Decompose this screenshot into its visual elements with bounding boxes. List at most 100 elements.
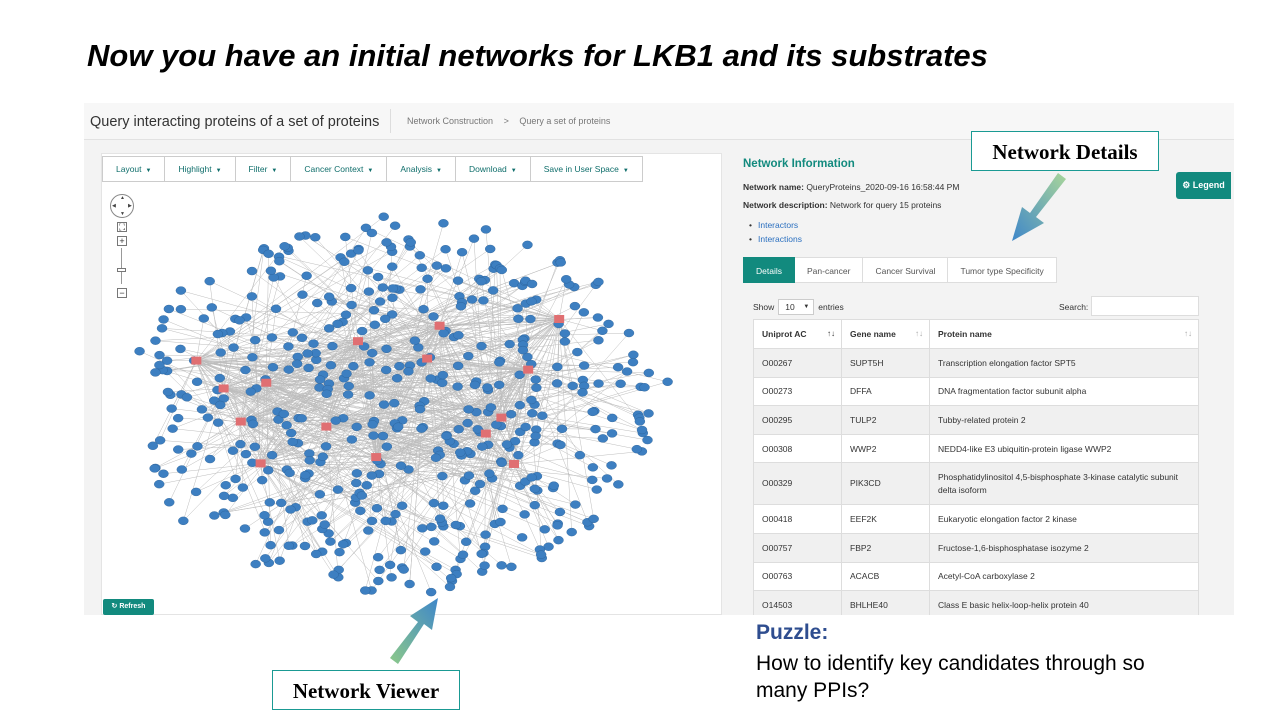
protein-node[interactable] <box>552 362 563 372</box>
protein-node[interactable] <box>158 469 169 478</box>
protein-node[interactable] <box>175 286 187 295</box>
protein-node[interactable] <box>455 448 466 457</box>
protein-node[interactable] <box>389 221 401 230</box>
analysis-menu-button[interactable]: Analysis▼ <box>386 156 455 182</box>
protein-node[interactable] <box>623 328 635 338</box>
protein-node[interactable] <box>239 524 251 533</box>
protein-node[interactable] <box>513 314 524 323</box>
protein-node[interactable] <box>340 310 352 319</box>
protein-node[interactable] <box>327 341 338 351</box>
breadcrumb-network-construction[interactable]: Network Construction <box>407 116 494 126</box>
protein-node[interactable] <box>278 409 290 419</box>
protein-node[interactable] <box>328 570 339 579</box>
protein-node[interactable] <box>479 561 490 570</box>
protein-node[interactable] <box>578 308 590 317</box>
query-protein-node[interactable] <box>321 422 332 431</box>
protein-node[interactable] <box>574 450 586 460</box>
protein-node[interactable] <box>314 375 326 384</box>
protein-node[interactable] <box>476 341 487 351</box>
protein-node[interactable] <box>381 344 392 354</box>
protein-node[interactable] <box>209 511 220 520</box>
protein-node[interactable] <box>361 481 372 490</box>
protein-node[interactable] <box>587 463 599 472</box>
tab-tumor-type-specificity[interactable]: Tumor type Specificity <box>948 257 1057 283</box>
layout-menu-button[interactable]: Layout▼ <box>102 156 165 182</box>
protein-node[interactable] <box>303 363 314 373</box>
protein-node[interactable] <box>553 535 564 545</box>
protein-node[interactable] <box>425 587 437 597</box>
protein-node[interactable] <box>158 315 169 324</box>
protein-node[interactable] <box>394 361 405 371</box>
protein-node[interactable] <box>310 549 322 559</box>
protein-node[interactable] <box>300 470 311 480</box>
protein-node[interactable] <box>206 303 218 312</box>
protein-node[interactable] <box>334 547 345 557</box>
protein-node[interactable] <box>377 283 389 292</box>
protein-node[interactable] <box>420 547 431 556</box>
protein-node[interactable] <box>247 353 258 362</box>
protein-node[interactable] <box>287 437 298 447</box>
protein-node[interactable] <box>204 276 215 286</box>
protein-node[interactable] <box>312 298 323 308</box>
protein-node[interactable] <box>310 233 321 242</box>
protein-node[interactable] <box>181 393 193 402</box>
protein-node[interactable] <box>380 516 391 526</box>
protein-node[interactable] <box>463 351 474 361</box>
protein-node[interactable] <box>274 556 285 565</box>
col-uniprot-ac[interactable]: Uniprot AC↑↓ <box>753 319 842 349</box>
protein-node[interactable] <box>270 304 282 313</box>
protein-node[interactable] <box>615 379 626 388</box>
protein-node[interactable] <box>380 365 392 375</box>
protein-node[interactable] <box>227 446 239 455</box>
query-protein-node[interactable] <box>191 356 202 365</box>
protein-node[interactable] <box>561 275 572 284</box>
protein-node[interactable] <box>257 475 268 485</box>
protein-node[interactable] <box>190 487 202 497</box>
protein-node[interactable] <box>304 456 315 465</box>
protein-node[interactable] <box>321 389 332 399</box>
protein-node[interactable] <box>627 357 639 367</box>
protein-node[interactable] <box>593 379 604 388</box>
protein-node[interactable] <box>612 363 624 372</box>
protein-node[interactable] <box>438 219 449 228</box>
protein-node[interactable] <box>363 287 375 296</box>
protein-node[interactable] <box>477 442 488 451</box>
col-protein-name[interactable]: Protein name↑↓ <box>929 319 1199 349</box>
protein-node[interactable] <box>504 339 515 349</box>
protein-node[interactable] <box>514 370 525 380</box>
protein-node[interactable] <box>346 300 357 310</box>
protein-node[interactable] <box>592 313 604 322</box>
protein-node[interactable] <box>556 424 568 434</box>
query-protein-node[interactable] <box>496 413 507 422</box>
protein-node[interactable] <box>453 330 464 340</box>
protein-node[interactable] <box>387 284 399 293</box>
protein-node[interactable] <box>441 431 452 441</box>
query-protein-node[interactable] <box>352 337 363 346</box>
protein-node[interactable] <box>387 293 398 302</box>
protein-node[interactable] <box>316 511 327 520</box>
protein-node[interactable] <box>285 428 297 438</box>
protein-node[interactable] <box>175 304 187 314</box>
protein-node[interactable] <box>363 526 374 535</box>
protein-node[interactable] <box>319 520 330 529</box>
protein-node[interactable] <box>332 319 343 329</box>
protein-node[interactable] <box>496 561 507 570</box>
protein-node[interactable] <box>267 363 279 372</box>
query-protein-node[interactable] <box>509 459 520 468</box>
protein-node[interactable] <box>417 524 428 533</box>
protein-node[interactable] <box>537 411 548 420</box>
protein-node[interactable] <box>364 358 375 367</box>
protein-node[interactable] <box>154 479 165 489</box>
protein-node[interactable] <box>572 347 583 357</box>
legend-button[interactable]: ⚙ Legend <box>1176 172 1231 199</box>
protein-node[interactable] <box>274 257 285 266</box>
protein-node[interactable] <box>529 484 540 494</box>
network-graph[interactable] <box>102 184 722 615</box>
protein-node[interactable] <box>642 435 653 445</box>
protein-node[interactable] <box>212 418 224 427</box>
